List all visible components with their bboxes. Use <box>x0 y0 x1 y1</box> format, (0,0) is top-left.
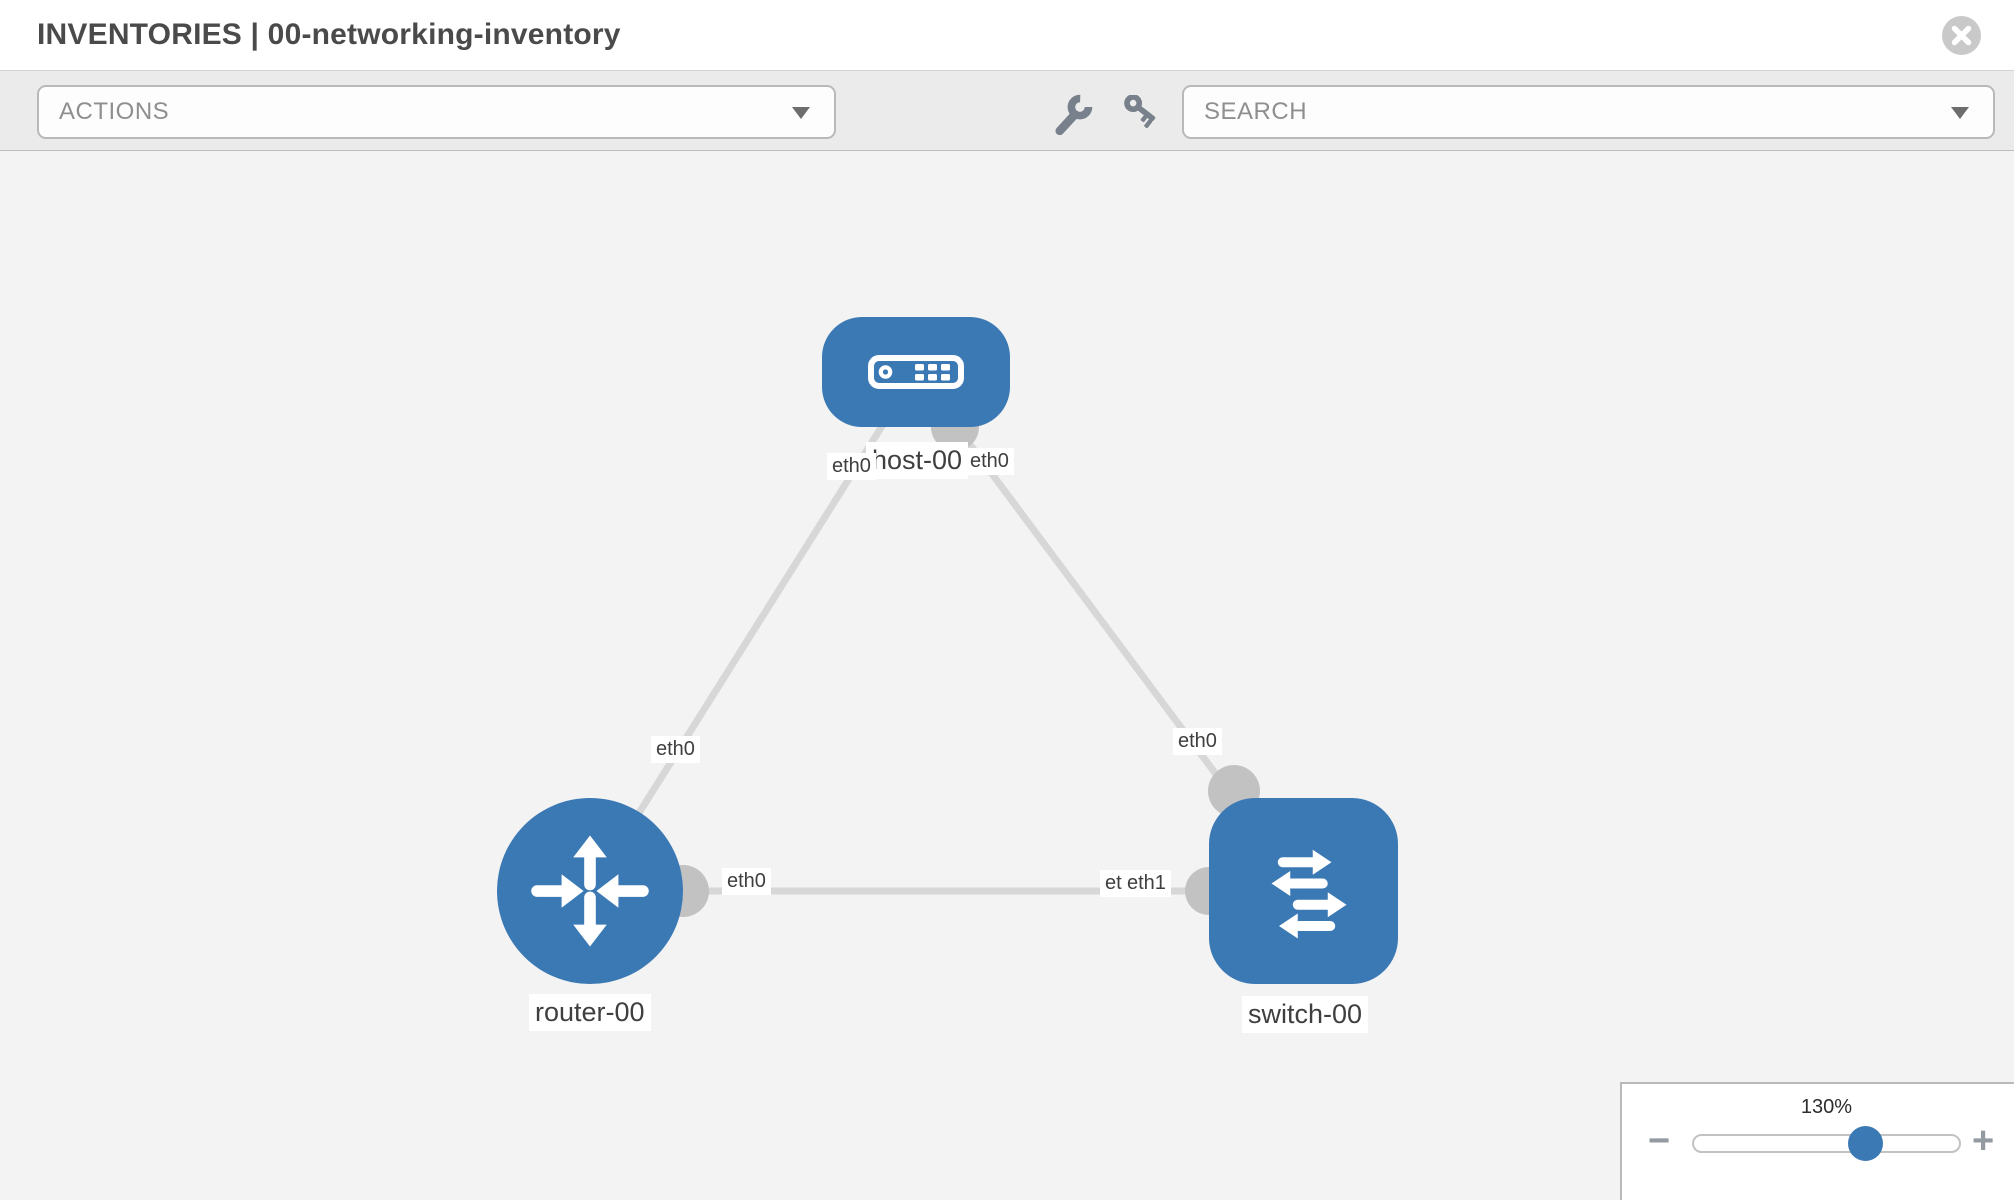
interface-label-router-eth0-to-switch: eth0 <box>722 868 771 895</box>
interface-label-host-eth0-to-router: eth0 <box>827 453 876 480</box>
interface-label-switch-eth0-to-host: eth0 <box>1173 728 1222 755</box>
zoom-control-panel: 130% − + <box>1620 1082 2014 1200</box>
page-title: INVENTORIES | 00-networking-inventory <box>37 18 621 51</box>
actions-dropdown-label: ACTIONS <box>59 98 170 125</box>
interface-label-host-eth0-to-switch: eth0 <box>965 448 1014 475</box>
close-icon <box>1951 25 1972 46</box>
node-label-switch-00: switch-00 <box>1242 996 1369 1033</box>
node-switch-00[interactable] <box>1209 798 1398 984</box>
chevron-down-icon <box>792 107 810 119</box>
interface-label-router-eth0-to-host: eth0 <box>651 736 700 763</box>
panel-header: INVENTORIES | 00-networking-inventory <box>0 0 2014 70</box>
chevron-down-icon <box>1951 107 1969 119</box>
toolbar: ACTIONS SEARCH <box>0 70 2014 151</box>
zoom-slider-track[interactable] <box>1692 1134 1961 1153</box>
node-router-00[interactable] <box>497 798 683 984</box>
zoom-out-button[interactable]: − <box>1648 1120 1671 1162</box>
zoom-level-value: 130% <box>1800 1096 1853 1118</box>
node-host-00[interactable] <box>822 317 1010 427</box>
zoom-in-button[interactable]: + <box>1972 1120 1995 1162</box>
router-icon <box>531 835 649 947</box>
key-icon <box>1124 94 1156 129</box>
topology-canvas[interactable]: host-00 router-00 switch-00 eth0 eth0 et… <box>0 151 2014 1200</box>
zoom-slider-thumb[interactable] <box>1848 1126 1883 1161</box>
node-label-host-00: host-00 <box>866 442 969 479</box>
actions-dropdown[interactable]: ACTIONS <box>37 85 836 139</box>
switch-icon <box>1271 849 1346 939</box>
interface-label-switch-eth1-to-router: eth1 <box>1122 870 1171 897</box>
node-label-router-00: router-00 <box>529 994 651 1031</box>
search-placeholder: SEARCH <box>1204 98 1308 125</box>
configure-button[interactable] <box>1050 93 1094 137</box>
search-dropdown[interactable]: SEARCH <box>1182 85 1995 139</box>
wrench-icon <box>1055 94 1093 136</box>
host-icon <box>868 355 964 389</box>
links-layer <box>587 369 1306 917</box>
credentials-button[interactable] <box>1115 94 1159 139</box>
close-button[interactable] <box>1942 16 1981 55</box>
